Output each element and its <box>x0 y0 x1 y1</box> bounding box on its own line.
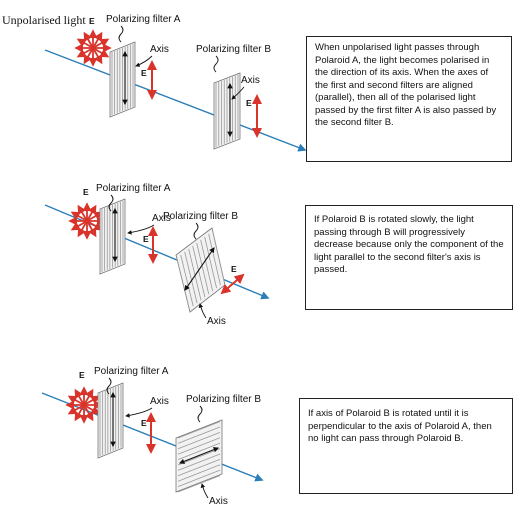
axis-a-label: Axis <box>150 44 169 55</box>
axis-leader <box>135 55 153 67</box>
description-text: If Polaroid B is rotated slowly, the lig… <box>314 214 504 276</box>
panel-2-description: If Polaroid B is rotated slowly, the lig… <box>305 205 513 310</box>
label-leader <box>118 25 124 43</box>
e-field-label: E <box>143 234 149 244</box>
filter-b-label: Polarizing filter B <box>163 211 238 222</box>
unpolarised-starburst <box>68 202 106 240</box>
panel-1: Unpolarised light E Polarizing filter A … <box>2 13 307 152</box>
label-leader <box>193 222 199 240</box>
polarizing-filter-a <box>99 198 126 275</box>
unpolarised-light-label: Unpolarised light <box>2 13 86 27</box>
axis-leader <box>127 224 155 235</box>
e-field-label: E <box>79 370 85 380</box>
panel-3: E Polarizing filter A Axis E Polarizing … <box>41 366 264 507</box>
filter-a-label: Polarizing filter A <box>94 366 169 377</box>
e-vector-after-b <box>220 273 245 295</box>
filter-b-label: Polarizing filter B <box>186 394 261 405</box>
label-leader <box>197 405 203 423</box>
polarizing-filter-a <box>109 41 136 118</box>
polarizing-filter-b <box>213 72 241 150</box>
polarizing-filter-b-rotated <box>175 227 226 313</box>
description-text: If axis of Polaroid B is rotated until i… <box>308 408 492 445</box>
polarizing-filter-a <box>97 382 124 459</box>
axis-leader <box>198 303 207 319</box>
unpolarised-starburst <box>74 29 112 67</box>
axis-leader <box>200 483 209 499</box>
axis-b-label: Axis <box>241 75 260 86</box>
label-leader <box>213 55 219 73</box>
panel-2: E Polarizing filter A Axis E Polarizing … <box>44 183 270 327</box>
label-leader <box>106 377 112 395</box>
filter-b-label: Polarizing filter B <box>196 44 271 55</box>
panel-3-description: If axis of Polaroid B is rotated until i… <box>299 398 513 494</box>
e-field-label: E <box>89 16 95 26</box>
e-field-label: E <box>141 418 147 428</box>
filter-a-label: Polarizing filter A <box>96 183 171 194</box>
axis-b-label: Axis <box>209 496 228 507</box>
panel-1-description: When unpolarised light passes through Po… <box>306 36 512 162</box>
axis-a-label: Axis <box>152 213 171 224</box>
light-beam <box>44 49 307 152</box>
e-field-label: E <box>231 264 237 274</box>
e-field-label: E <box>246 98 252 108</box>
polarizing-filter-b-perpendicular <box>175 419 223 493</box>
axis-b-label: Axis <box>207 316 226 327</box>
axis-leader <box>125 407 153 418</box>
description-text: When unpolarised light passes through Po… <box>315 42 497 129</box>
unpolarised-starburst <box>65 386 103 424</box>
axis-leader <box>231 86 245 100</box>
axis-a-label: Axis <box>150 396 169 407</box>
filter-a-label: Polarizing filter A <box>106 14 181 25</box>
label-leader <box>108 194 114 212</box>
e-field-label: E <box>83 187 89 197</box>
e-field-label: E <box>141 68 147 78</box>
